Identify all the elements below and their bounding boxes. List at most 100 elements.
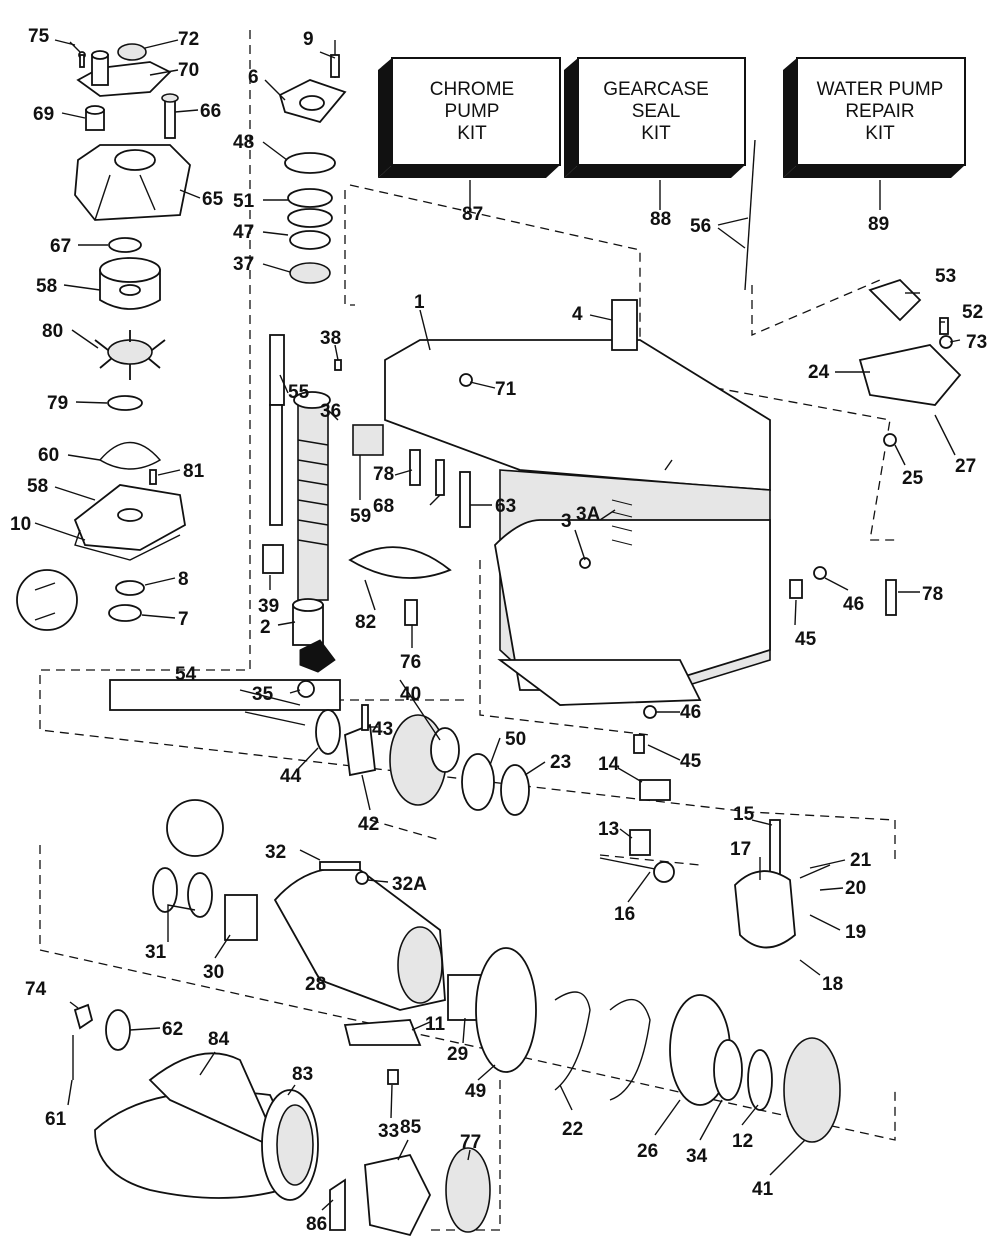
part-label-48: 48 [233,132,254,153]
part-label-67: 67 [50,236,71,257]
kit-label-line: REPAIR [845,101,914,122]
part-label-56: 56 [690,216,711,237]
part-label-66: 66 [200,101,221,122]
part-number-labels: 75 72 70 69 66 65 67 58 80 79 60 81 58 1… [10,26,987,1235]
part-label-16: 16 [614,904,635,925]
kit-label-line: KIT [641,123,671,144]
part-label-36: 36 [320,401,341,422]
part-label-89: 89 [868,214,889,235]
part-label-3a: 3A [576,504,601,525]
part-label-9: 9 [303,29,314,50]
part-label-8: 8 [178,569,189,590]
part-label-12: 12 [732,1131,753,1152]
part-label-43: 43 [372,719,393,740]
part-label-29: 29 [447,1044,468,1065]
part-label-60: 60 [38,445,59,466]
part-label-65: 65 [202,189,224,210]
part-label-27: 27 [955,456,976,477]
part-label-15: 15 [733,804,755,825]
part-label-35: 35 [252,684,274,705]
part-label-75: 75 [28,26,50,47]
part-label-28: 28 [305,974,326,995]
kit-label-line: CHROME [430,79,514,100]
part-label-21: 21 [850,850,872,871]
part-label-22: 22 [562,1119,583,1140]
part-label-7: 7 [178,609,189,630]
part-label-78: 78 [373,464,394,485]
part-label-55: 55 [288,382,310,403]
part-label-33: 33 [378,1121,399,1142]
part-label-18: 18 [822,974,843,995]
part-label-49: 49 [465,1081,486,1102]
part-label-2: 2 [260,617,271,638]
part-label-72: 72 [178,29,199,50]
part-label-83: 83 [292,1064,313,1085]
driveshaft-assembly [262,40,347,646]
part-label-73: 73 [966,332,987,353]
part-label-20: 20 [845,878,866,899]
part-label-61: 61 [45,1109,67,1130]
part-label-86: 86 [306,1214,327,1235]
part-label-32: 32 [265,842,286,863]
part-label-38: 38 [320,328,341,349]
propeller-assembly [72,1003,491,1237]
part-label-31: 31 [145,942,167,963]
part-label-14: 14 [598,754,620,775]
part-label-80: 80 [42,321,63,342]
part-label-58: 58 [36,276,57,297]
part-label-25: 25 [902,468,924,489]
part-label-51: 51 [233,191,255,212]
part-label-1: 1 [414,292,425,313]
water-pump-assembly [16,41,191,631]
part-label-79: 79 [47,393,68,414]
part-label-42: 42 [358,814,379,835]
part-label-45: 45 [680,751,702,772]
part-label-82: 82 [355,612,376,633]
kit-leader-lines [469,180,881,200]
part-label-50: 50 [505,729,526,750]
part-label-45: 45 [795,629,817,650]
callout-leaders [34,39,961,1211]
part-label-23: 23 [550,752,571,773]
kit-label-line: SEAL [632,101,681,122]
part-label-32a: 32A [392,874,427,895]
part-label-63: 63 [495,496,516,517]
part-label-11: 11 [425,1014,446,1035]
part-label-85: 85 [400,1117,422,1138]
misc-small-parts [409,139,953,754]
part-label-30: 30 [203,962,224,983]
chrome-pump-kit-box: CHROME PUMP KIT [378,57,561,178]
part-label-76: 76 [400,652,421,673]
part-label-37: 37 [233,254,254,275]
part-label-47: 47 [233,222,254,243]
part-label-13: 13 [598,819,619,840]
kit-label-line: WATER PUMP [817,79,944,100]
water-pump-repair-kit-box: WATER PUMP REPAIR KIT [783,57,966,178]
part-label-54: 54 [175,664,197,685]
part-label-46: 46 [843,594,864,615]
kit-label-line: KIT [865,123,895,144]
part-label-40: 40 [400,684,421,705]
kit-label-line: KIT [457,123,487,144]
part-label-39: 39 [258,596,279,617]
part-label-44: 44 [280,766,302,787]
gearcase-seal-kit-box: GEARCASE SEAL KIT [564,57,746,178]
part-label-19: 19 [845,922,866,943]
part-label-52: 52 [962,302,983,323]
part-label-74: 74 [25,979,47,1000]
part-label-78: 78 [922,584,943,605]
kit-label-line: GEARCASE [603,79,709,100]
part-label-68: 68 [373,496,394,517]
part-label-24: 24 [808,362,830,383]
gearcase-housing [348,278,962,706]
part-label-46: 46 [680,702,701,723]
part-label-4: 4 [572,304,583,325]
part-label-71: 71 [495,379,517,400]
part-label-58: 58 [27,476,48,497]
part-label-34: 34 [686,1146,708,1167]
part-label-70: 70 [178,60,199,81]
part-label-53: 53 [935,266,956,287]
bearing-housing-assembly [152,799,841,1143]
